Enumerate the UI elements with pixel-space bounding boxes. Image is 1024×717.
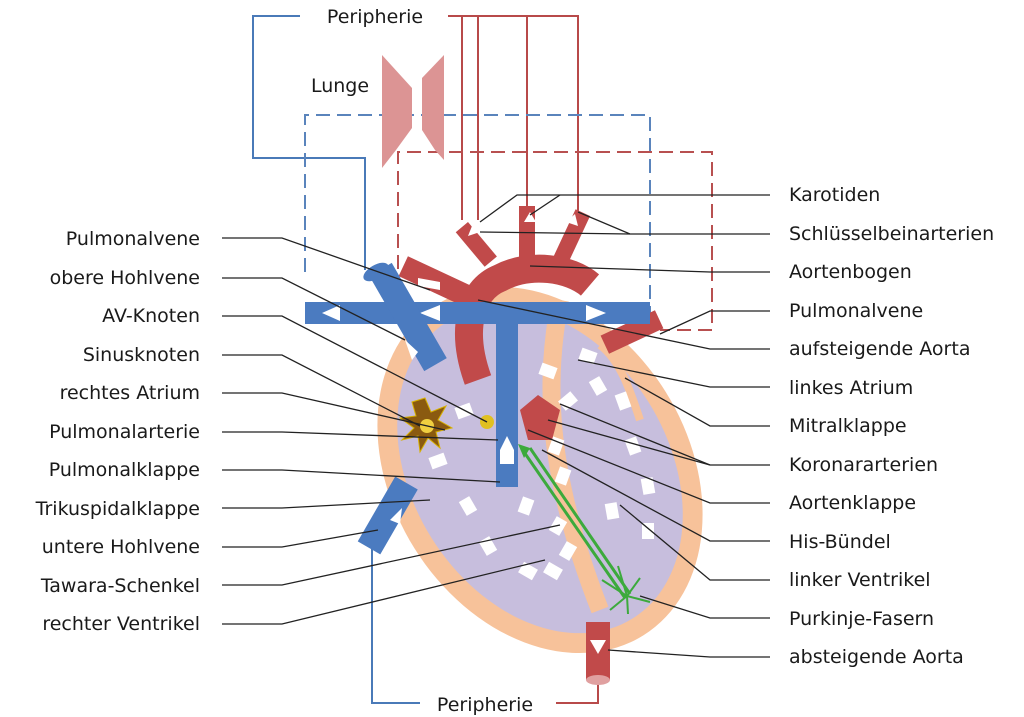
- aortic-branches: [456, 206, 590, 267]
- label-karotiden: Karotiden: [789, 184, 880, 206]
- label-his-buendel: His-Bündel: [789, 531, 891, 553]
- label-sinusknoten: Sinusknoten: [83, 344, 200, 366]
- label-purkinje-fasern: Purkinje-Fasern: [789, 608, 934, 630]
- descending-aorta-end: [586, 675, 610, 685]
- label-pulmonalklappe: Pulmonalklappe: [49, 459, 200, 481]
- systemic-arterial-lines-top: [448, 16, 578, 220]
- label-rechtes-atrium: rechtes Atrium: [60, 382, 200, 404]
- periphery-top-label: Peripherie: [327, 6, 423, 28]
- label-av-knoten: AV-Knoten: [102, 305, 200, 327]
- systemic-venous-line-top: [253, 16, 365, 270]
- label-pulmonalvene-right: Pulmonalvene: [789, 300, 923, 322]
- label-rechter-ventrikel: rechter Ventrikel: [42, 613, 200, 635]
- label-trikuspidalklappe: Trikuspidalklappe: [35, 498, 200, 520]
- label-linker-ventrikel: linker Ventrikel: [789, 569, 931, 591]
- label-absteigende-aorta: absteigende Aorta: [789, 646, 964, 668]
- label-obere-hohlvene: obere Hohlvene: [50, 267, 200, 289]
- label-linkes-atrium: linkes Atrium: [789, 377, 913, 399]
- label-aufsteigende-aorta: aufsteigende Aorta: [789, 338, 970, 360]
- periphery-bottom-label: Peripherie: [437, 694, 533, 716]
- lung-label: Lunge: [311, 75, 369, 97]
- systemic-venous-line-bottom: [372, 548, 420, 703]
- label-tawara-schenkel: Tawara-Schenkel: [40, 575, 200, 597]
- label-aortenbogen: Aortenbogen: [789, 261, 912, 283]
- label-pulmonalarterie: Pulmonalarterie: [49, 421, 200, 443]
- label-untere-hohlvene: untere Hohlvene: [42, 536, 200, 558]
- label-schluesselbeinarterien: Schlüsselbeinarterien: [789, 223, 994, 245]
- label-aortenklappe: Aortenklappe: [789, 492, 916, 514]
- right-lung-shape: [422, 55, 444, 160]
- label-mitralklappe: Mitralklappe: [789, 415, 907, 437]
- label-koronararterien: Koronararterien: [789, 454, 938, 476]
- label-pulmonalvene-left: Pulmonalvene: [66, 228, 200, 250]
